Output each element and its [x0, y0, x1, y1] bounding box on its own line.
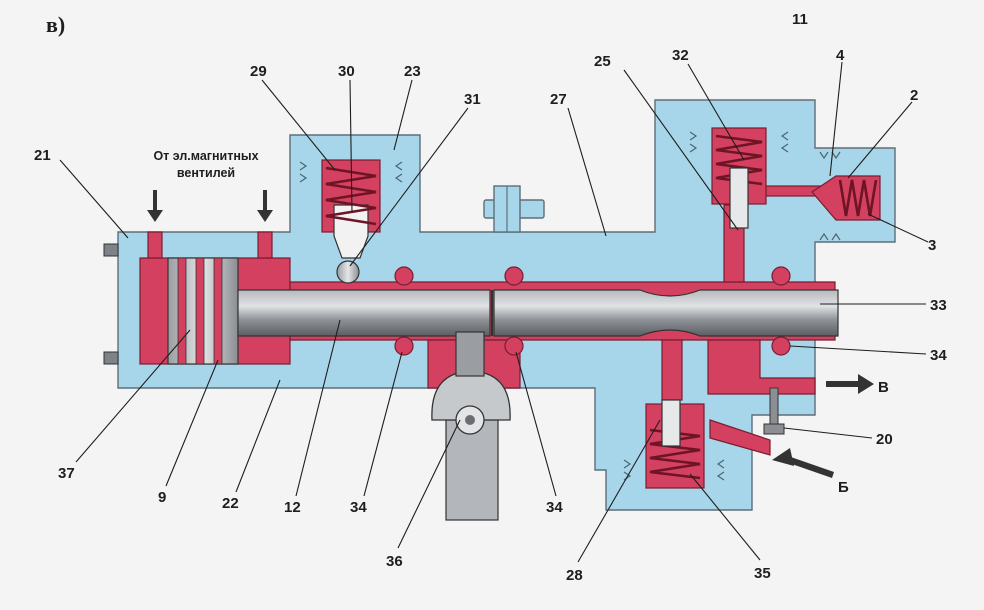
- label-37: 37: [58, 465, 75, 482]
- label-33: 33: [930, 297, 947, 314]
- inlet-left: [147, 231, 163, 259]
- label-23: 23: [404, 63, 421, 80]
- note-line-2: вентилей: [177, 166, 235, 180]
- label-25: 25: [594, 53, 611, 70]
- piston: [167, 257, 239, 365]
- label-34-a: 34: [350, 499, 367, 516]
- label-28: 28: [566, 567, 583, 584]
- inlet-right: [257, 231, 273, 259]
- arrow-from-valves: [147, 190, 273, 222]
- label-29: 29: [250, 63, 267, 80]
- arrow-inlet-b: [772, 448, 834, 478]
- label-31: 31: [464, 91, 481, 108]
- bolt-top: [483, 185, 545, 233]
- flow-in-label: Б: [838, 479, 849, 496]
- label-21: 21: [34, 147, 51, 164]
- label-34-right: 34: [930, 347, 947, 364]
- main-rod: [237, 289, 839, 337]
- screw-20: [763, 387, 785, 435]
- leader-lines: [59, 61, 929, 563]
- ball-valve: [336, 260, 360, 284]
- left-bolts: [103, 243, 119, 365]
- label-22: 22: [222, 495, 239, 512]
- label-12: 12: [284, 499, 301, 516]
- label-35: 35: [754, 565, 771, 582]
- valve-assembly-lower: [623, 399, 725, 489]
- inlet-b-channel: [709, 419, 771, 456]
- label-20: 20: [876, 431, 893, 448]
- label-4: 4: [836, 47, 845, 64]
- outlet-channel: [707, 339, 816, 395]
- label-2: 2: [910, 87, 918, 104]
- arrow-outlet-v: [826, 374, 874, 394]
- label-9: 9: [158, 489, 166, 506]
- figure-number: 11: [792, 11, 808, 28]
- lever: [431, 331, 511, 521]
- label-3: 3: [928, 237, 936, 254]
- label-27: 27: [550, 91, 567, 108]
- label-30: 30: [338, 63, 355, 80]
- lower-vertical-channel: [661, 339, 683, 401]
- o-rings: [394, 266, 791, 356]
- panel-letter: в): [46, 12, 65, 37]
- valve-assembly-upper-right: [689, 127, 789, 229]
- label-32: 32: [672, 47, 689, 64]
- valve-assembly-side: [811, 151, 881, 241]
- label-36: 36: [386, 553, 403, 570]
- flow-out-label: В: [878, 379, 889, 396]
- label-34-b: 34: [546, 499, 563, 516]
- note-line-1: От эл.магнитных: [153, 149, 258, 163]
